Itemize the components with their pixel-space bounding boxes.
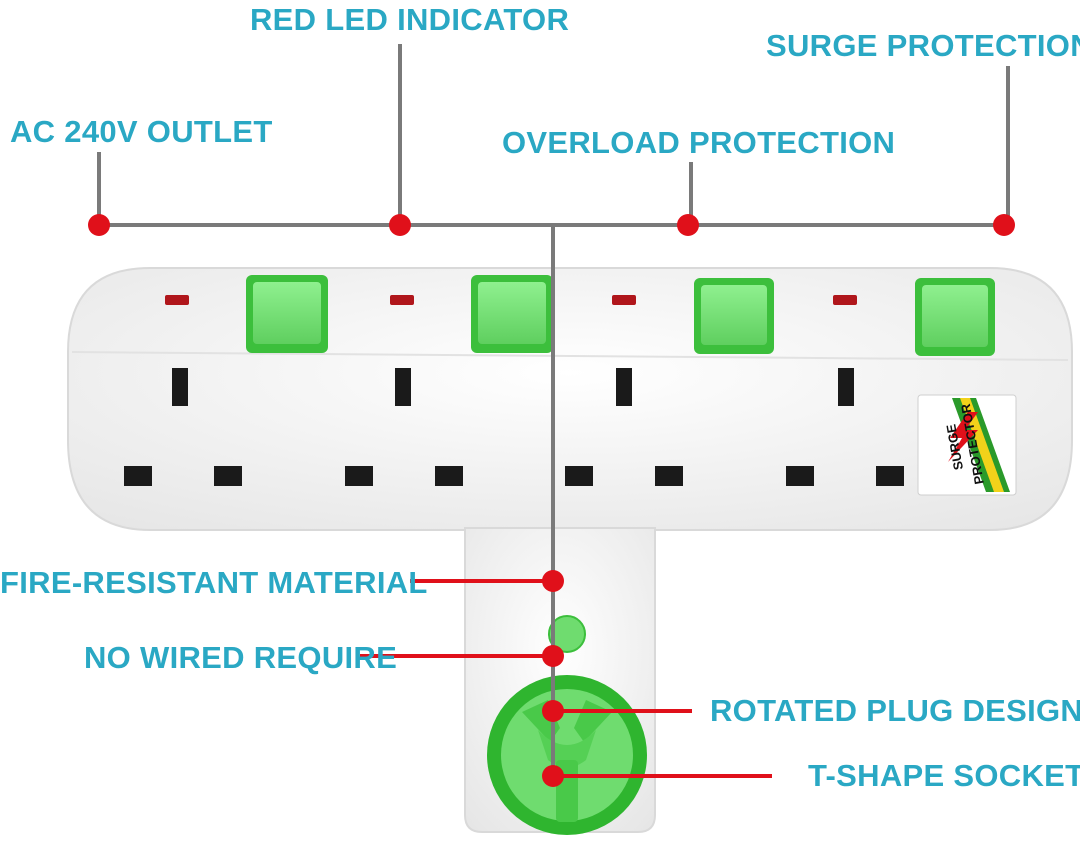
marker-dot-rotated-plug [542,700,564,722]
label-rotated-plug-design: ROTATED PLUG DESIGN [710,693,1080,728]
neutral-slot-1 [214,466,242,486]
marker-dot-no-wired [542,645,564,667]
marker-dot-ac-outlet [88,214,110,236]
live-slot-2 [345,466,373,486]
neutral-slot-3 [655,466,683,486]
outlet-1 [124,275,328,486]
red-led-2 [390,295,414,305]
outlet-3 [565,278,774,486]
marker-dot-t-shape [542,765,564,787]
label-surge-protection: SURGE PROTECTION [766,28,1080,63]
label-fire-resistant-material: FIRE-RESISTANT MATERIAL [0,565,428,600]
live-slot-1 [124,466,152,486]
neutral-slot-4 [876,466,904,486]
marker-dot-fire-resistant [542,570,564,592]
marker-dot-surge [993,214,1015,236]
earth-slot-4 [838,368,854,406]
outlet-2 [345,275,553,486]
live-slot-4 [786,466,814,486]
marker-dots [88,214,1015,787]
earth-slot-3 [616,368,632,406]
outlet-4 [786,278,995,486]
label-t-shape-socket: T-SHAPE SOCKET [808,758,1080,793]
earth-slot-1 [172,368,188,406]
top-leader-lines [97,44,1010,776]
label-ac-240v-outlet: AC 240V OUTLET [10,114,273,149]
red-led-4 [833,295,857,305]
rotating-plug [487,675,647,835]
live-slot-3 [565,466,593,486]
label-overload-protection: OVERLOAD PROTECTION [502,125,896,160]
label-no-wired-require: NO WIRED REQUIRE [84,640,398,675]
bottom-callout-lines [360,579,772,778]
surge-protector-badge: SURGE PROTECTOR [917,394,1017,496]
green-indicator [548,615,586,653]
red-led-1 [165,295,189,305]
marker-dot-led [389,214,411,236]
lightning-bolt-icon [948,412,978,462]
neutral-slot-2 [435,466,463,486]
earth-slot-2 [395,368,411,406]
label-red-led-indicator: RED LED INDICATOR [250,2,570,37]
marker-dot-overload [677,214,699,236]
red-led-3 [612,295,636,305]
